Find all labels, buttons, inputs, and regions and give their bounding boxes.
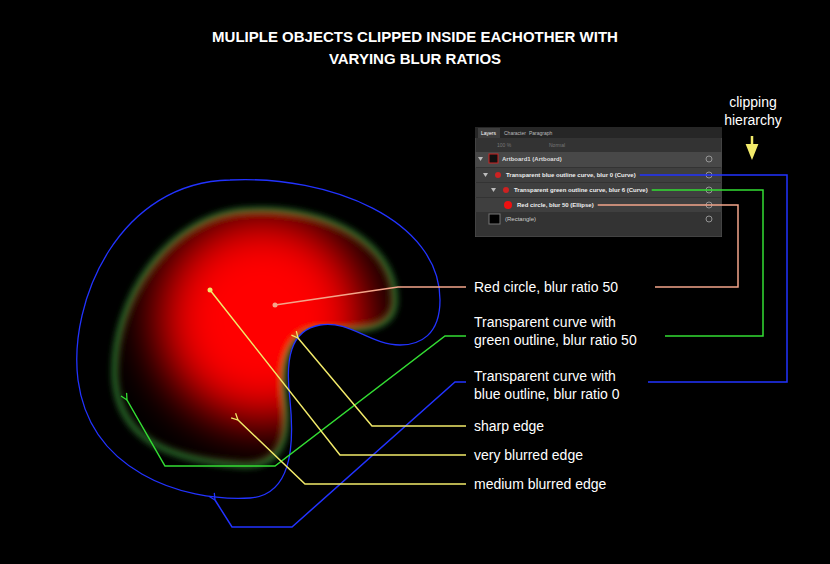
leader-line	[298, 338, 466, 426]
leader-dot	[208, 288, 213, 293]
layers-panel: Layers CharacterParagraph 100 % NormalArtbo…	[475, 127, 722, 237]
layer-name: Red circle, blur 50 (Ellipse)	[517, 201, 594, 209]
leader-dot	[273, 303, 278, 308]
layer-name: Artboard1 (Artboard)	[502, 155, 562, 163]
leader-line	[640, 175, 787, 382]
panel-setting: Normal	[549, 141, 565, 149]
leader-line	[238, 420, 466, 484]
callout-label: Transparent curve with blue outline, blu…	[474, 367, 646, 403]
blue-curve	[77, 180, 440, 499]
callout-label: very blurred edge	[474, 446, 674, 464]
callout-label: sharp edge	[474, 417, 674, 435]
layer-name: (Rectangle)	[505, 215, 536, 223]
callout-label: Transparent curve with green outline, bl…	[474, 313, 646, 349]
panel-setting: 100 %	[497, 141, 511, 149]
title: MULIPLE OBJECTS CLIPPED INSIDE EACHOTHER…	[202, 26, 628, 70]
leader-line	[652, 190, 763, 336]
leader-line	[275, 287, 466, 305]
leader-line	[598, 205, 738, 287]
green-curve	[115, 210, 395, 466]
layer-name: Transparent green outline curve, blur 6 …	[514, 186, 648, 194]
red-circle	[157, 213, 367, 423]
layer-name: Transparent blue outline curve, blur 0 (…	[506, 171, 636, 179]
panel-tab: Paragraph	[529, 129, 552, 137]
hierarchy-arrow	[751, 136, 754, 152]
clipped-group	[115, 210, 395, 466]
panel-caption: clipping hierarchy	[712, 93, 794, 129]
panel-tab: Character	[504, 129, 526, 137]
panel-tab: Layers	[481, 129, 496, 137]
callout-label: medium blurred edge	[474, 475, 674, 493]
callout-label: Red circle, blur ratio 50	[474, 278, 734, 296]
